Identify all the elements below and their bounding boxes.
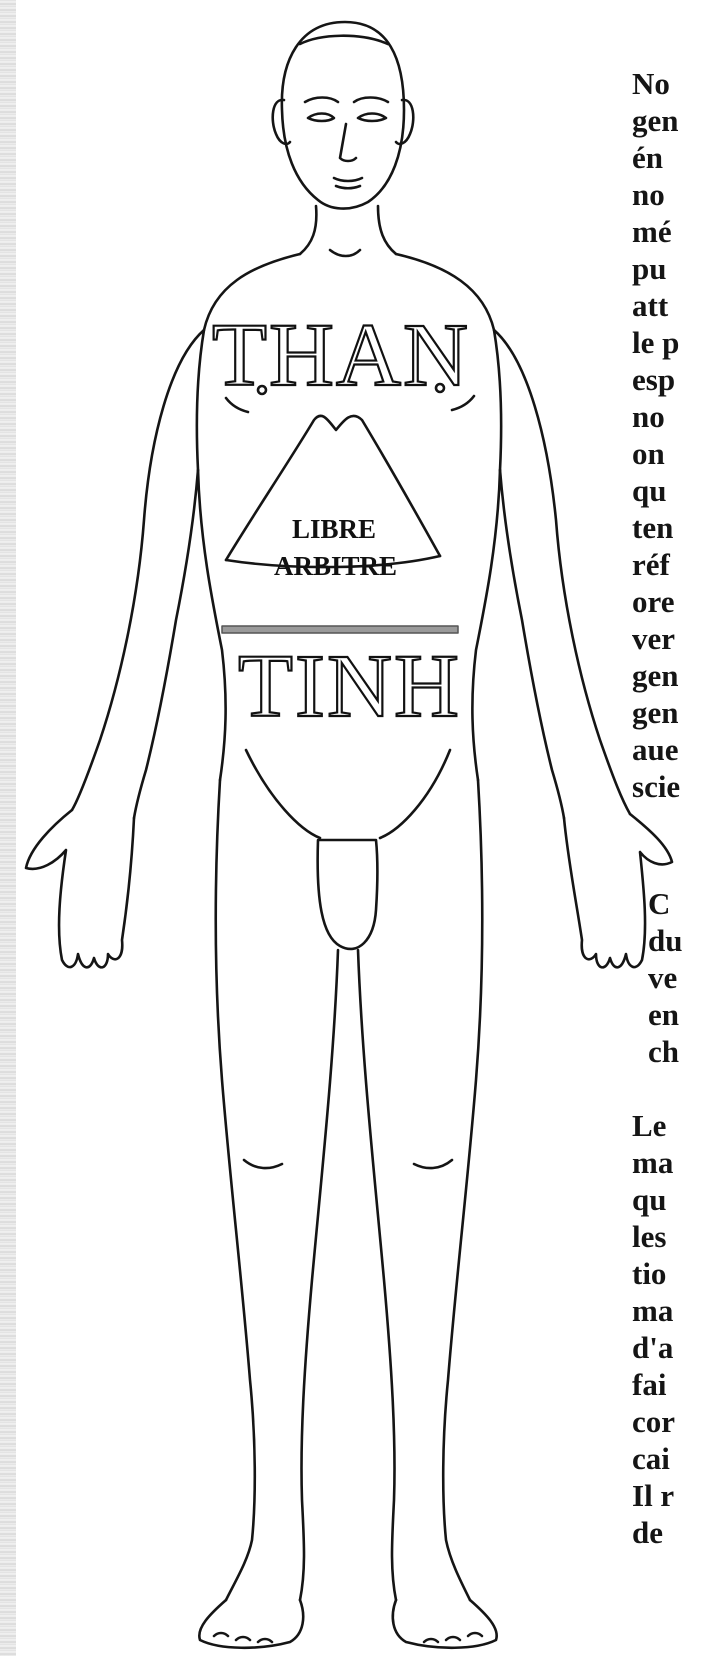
text-line: Il r (632, 1480, 674, 1511)
text-line: d'a (632, 1332, 673, 1363)
text-line: mé (632, 216, 672, 247)
text-line: on (632, 438, 665, 469)
text-line: fai (632, 1369, 666, 1400)
text-line: cor (632, 1406, 675, 1437)
text-line: C (648, 888, 670, 919)
text-line: le p (632, 327, 679, 358)
text-line: de (632, 1517, 663, 1548)
text-line: esp (632, 364, 675, 395)
text-line: gen (632, 697, 679, 728)
text-line: ch (648, 1036, 679, 1067)
text-line: ver (632, 623, 675, 654)
text-line: scie (632, 771, 680, 802)
text-line: tio (632, 1258, 666, 1289)
text-line: gen (632, 105, 679, 136)
text-line: qu (632, 475, 666, 506)
text-line: Le (632, 1110, 666, 1141)
text-line: ma (632, 1147, 673, 1178)
text-line: qu (632, 1184, 666, 1215)
text-line: du (648, 925, 682, 956)
text-line: én (632, 142, 663, 173)
text-line: ore (632, 586, 674, 617)
text-line: ten (632, 512, 673, 543)
text-line: pu (632, 253, 666, 284)
text-line: No (632, 68, 670, 99)
text-line: cai (632, 1443, 670, 1474)
text-line: en (648, 999, 679, 1030)
text-line: no (632, 401, 665, 432)
text-line: ve (648, 962, 677, 993)
text-line: réf (632, 549, 670, 580)
text-line: ma (632, 1295, 673, 1326)
text-line: att (632, 290, 668, 321)
text-line: gen (632, 660, 679, 691)
text-line: no (632, 179, 665, 210)
text-line: les (632, 1221, 666, 1252)
text-line: aue (632, 734, 679, 765)
